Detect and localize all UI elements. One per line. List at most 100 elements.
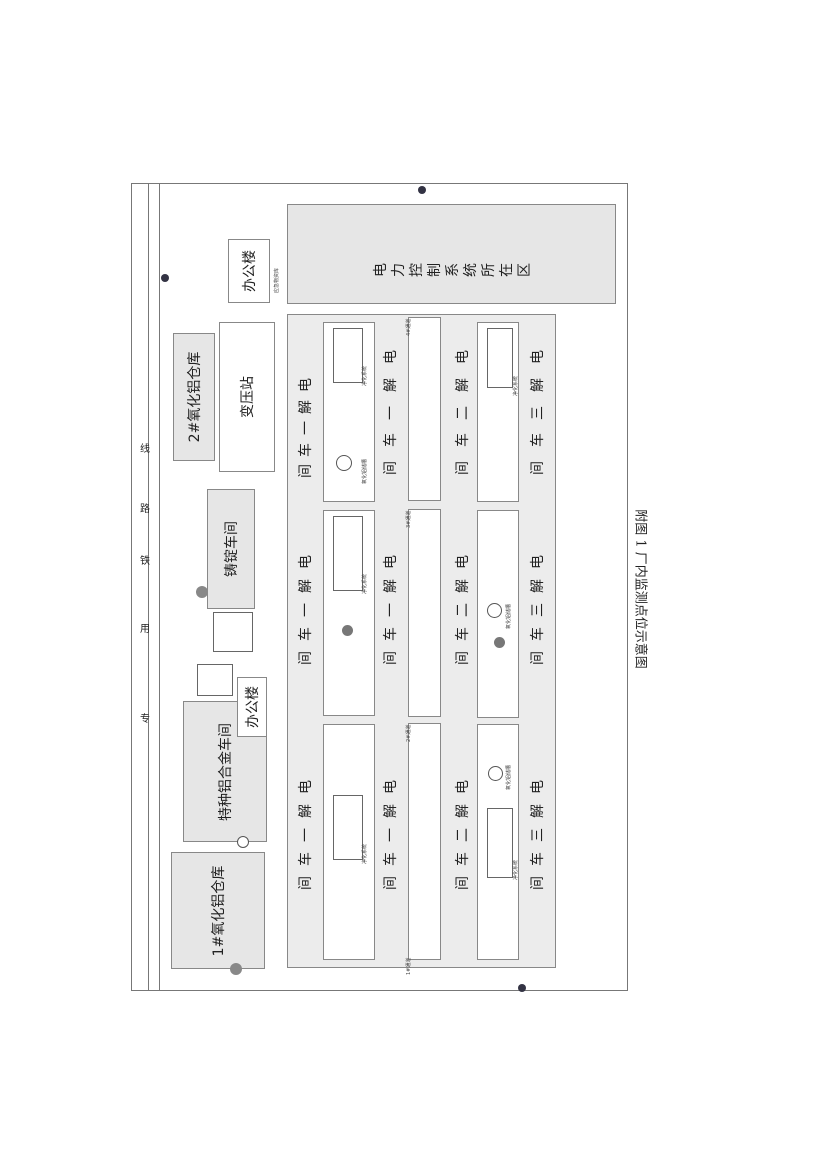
label-char: 电 xyxy=(455,780,471,794)
railway-label-char: 专 xyxy=(140,714,150,725)
casting-workshop: 铸锭车间 xyxy=(207,489,255,609)
label-char: 间 xyxy=(455,651,471,665)
power-char: 力 xyxy=(391,263,407,277)
label-char: 三 xyxy=(530,603,546,617)
power-char: 在 xyxy=(499,263,515,277)
label-char: 解 xyxy=(383,579,399,593)
railway-line-right xyxy=(159,183,160,991)
power-char: 统 xyxy=(463,263,479,277)
boundary-monitor-point xyxy=(161,274,169,282)
label-char: 间 xyxy=(530,461,546,475)
power-char: 系 xyxy=(445,263,461,277)
label-char: 解 xyxy=(383,377,399,392)
label-char: 间 xyxy=(383,461,399,475)
label-char: 间 xyxy=(383,651,399,665)
monitor-point xyxy=(196,586,208,598)
label-char: 间 xyxy=(298,464,314,478)
transformer-station: 变压站 xyxy=(219,322,275,472)
railway-label-char: 路 xyxy=(140,504,150,515)
label-char: 车 xyxy=(530,627,546,641)
figure-caption: 附图 1 厂内监测点位示意图 xyxy=(631,484,653,694)
label-char: 解 xyxy=(455,804,471,818)
workshop-2-label: 电解二车间 xyxy=(455,780,471,890)
label-char: 电 xyxy=(455,555,471,569)
label-char: 车 xyxy=(455,852,471,866)
purification-equipment xyxy=(333,795,363,860)
label-char: 间 xyxy=(530,876,546,890)
label-char: 电 xyxy=(383,780,399,794)
workshop-1-label: 电解一车间 xyxy=(298,780,314,890)
workshop-2-label: 电解二车间 xyxy=(455,555,471,665)
label-char: 电 xyxy=(455,350,471,364)
office-mark-label: 应急物资库 xyxy=(274,267,280,293)
label-char: 车 xyxy=(298,852,314,866)
label-char: 电 xyxy=(530,555,546,569)
label-char: 解 xyxy=(530,804,546,818)
auxiliary-room xyxy=(213,612,253,652)
label-char: 电 xyxy=(298,555,314,569)
equipment-label: 氧化铝储槽 xyxy=(506,603,512,629)
label-char: 一 xyxy=(298,603,314,617)
equipment-label: 净化系统 xyxy=(362,843,368,864)
corridor-2 xyxy=(408,723,441,960)
monitor-point xyxy=(230,963,242,975)
office-building-2: 办公楼 xyxy=(228,239,270,303)
corridor-3 xyxy=(408,509,441,717)
label-char: 间 xyxy=(530,651,546,665)
office-mark: 应急物资库 xyxy=(273,265,281,293)
equipment-label: 净化系统 xyxy=(513,859,519,880)
label-char: 三 xyxy=(530,828,546,842)
label-char: 电 xyxy=(530,780,546,794)
label-char: 间 xyxy=(455,876,471,890)
label-char: 车 xyxy=(455,627,471,641)
label-char: 解 xyxy=(530,377,546,392)
corridor-label: 3#通道 xyxy=(406,510,412,528)
casting-label: 铸锭车间 xyxy=(224,521,240,577)
purification-equipment xyxy=(333,328,363,383)
power-char: 区 xyxy=(517,263,533,277)
label-char: 车 xyxy=(455,433,471,448)
monitor-point xyxy=(494,637,505,648)
power-char: 控 xyxy=(409,263,425,277)
railway-line-left xyxy=(148,183,149,991)
boundary-monitor-point xyxy=(418,186,426,194)
label-char: 一 xyxy=(383,828,399,842)
label-char: 解 xyxy=(455,377,471,392)
purification-equipment xyxy=(487,808,513,878)
tank-group xyxy=(197,664,233,696)
label-char: 解 xyxy=(383,804,399,818)
workshop-1-label: 电解一车间 xyxy=(298,555,314,665)
label-char: 车 xyxy=(298,627,314,641)
label-char: 三 xyxy=(530,405,546,420)
oxide-store-2: 2#氧化铝仓库 xyxy=(173,333,215,461)
corridor-label: 4#通道 xyxy=(406,318,412,336)
power-char: 电 xyxy=(373,263,389,277)
workshop-1-label: 电解一车间 xyxy=(383,350,399,475)
figure-caption-text: 附图 1 厂内监测点位示意图 xyxy=(632,509,648,669)
label-char: 车 xyxy=(530,852,546,866)
office-1-label: 办公楼 xyxy=(245,686,261,728)
label-char: 电 xyxy=(530,350,546,364)
railway-label-char: 线 xyxy=(140,444,150,455)
special-alloy-label: 特种铝合金车间 xyxy=(218,722,234,821)
label-char: 解 xyxy=(455,579,471,593)
oxide-store-2-label: 2#氧化铝仓库 xyxy=(187,351,203,443)
label-char: 二 xyxy=(455,405,471,420)
oxide-store-1-label: 1#氧化铝仓库 xyxy=(211,865,227,956)
monitor-point xyxy=(342,625,353,636)
label-char: 电 xyxy=(383,555,399,569)
power-char: 制 xyxy=(427,263,443,277)
label-char: 电 xyxy=(298,378,314,392)
label-char: 电 xyxy=(298,780,314,794)
label-char: 一 xyxy=(383,405,399,420)
workshop-3-label: 电解三车间 xyxy=(530,555,546,665)
purification-equipment xyxy=(487,328,513,388)
workshop-1-label: 电解一车间 xyxy=(298,378,314,478)
workshop-1-label: 电解一车间 xyxy=(383,780,399,890)
label-char: 一 xyxy=(298,421,314,435)
workshop-2-label: 电解二车间 xyxy=(455,350,471,475)
corridor-label: 2#通道 xyxy=(406,724,412,742)
monitor-point xyxy=(487,603,502,618)
label-char: 间 xyxy=(383,876,399,890)
monitor-point xyxy=(237,836,249,848)
